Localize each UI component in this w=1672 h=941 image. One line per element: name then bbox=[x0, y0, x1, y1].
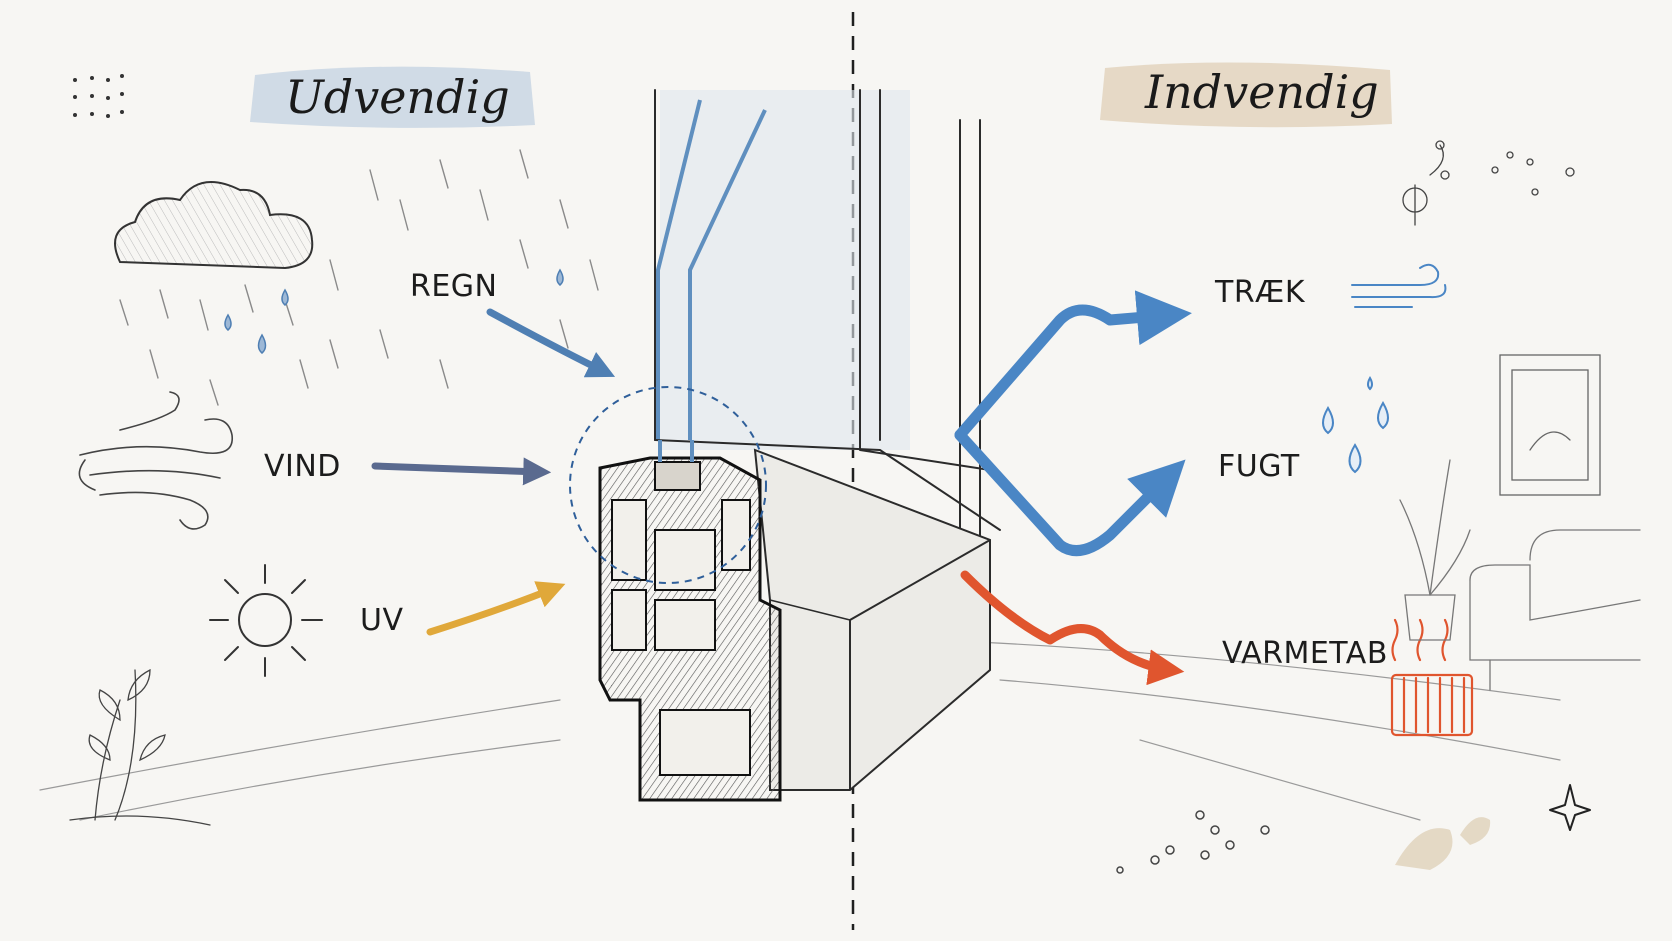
moisture-arrow bbox=[954, 429, 1186, 557]
profile-chamber bbox=[654, 599, 716, 651]
glass-pane-area bbox=[660, 90, 910, 450]
radiator-icon bbox=[1390, 618, 1474, 737]
inside-title-wash bbox=[1100, 62, 1392, 128]
draft-arrow bbox=[954, 290, 1192, 441]
outside-title-group: Udvendig bbox=[250, 66, 535, 128]
inside-title-group: Indvendig bbox=[1100, 62, 1392, 128]
profile-chamber bbox=[654, 529, 716, 591]
detail-highlight-circle bbox=[569, 386, 767, 584]
profile-chamber bbox=[721, 499, 751, 571]
outside-title: Udvendig bbox=[285, 70, 510, 124]
wind-label: VIND bbox=[264, 449, 341, 484]
outside-title-wash bbox=[250, 66, 535, 128]
sparkle-icon bbox=[1549, 784, 1591, 831]
sofa-icon bbox=[1469, 529, 1641, 691]
rain-cloud-icon bbox=[114, 181, 314, 270]
rain-label: REGN bbox=[410, 269, 498, 304]
paint-smudge bbox=[1395, 817, 1491, 870]
glass-pane bbox=[656, 99, 702, 440]
water-drops-icon bbox=[1322, 375, 1389, 474]
rain-streaks bbox=[119, 149, 599, 406]
moisture-label: FUGT bbox=[1218, 449, 1300, 484]
glass-pane bbox=[688, 109, 767, 440]
sun-icon bbox=[209, 564, 323, 677]
profile-chamber bbox=[611, 589, 647, 651]
profile-chamber bbox=[611, 499, 647, 581]
raindrops bbox=[224, 268, 564, 354]
picture-frame-icon bbox=[1499, 354, 1601, 496]
plant-icon bbox=[69, 668, 211, 826]
heat-loss-label: VARMETAB bbox=[1222, 636, 1388, 671]
dot-cluster-icon bbox=[73, 74, 124, 118]
ground-sketch bbox=[39, 639, 1561, 821]
constellation-icon bbox=[1402, 140, 1575, 226]
wind-arrow bbox=[371, 457, 552, 486]
uv-arrow bbox=[426, 581, 566, 636]
heat-loss-arrow bbox=[960, 570, 1185, 686]
rain-arrow bbox=[486, 308, 616, 378]
draft-wind-icon bbox=[1351, 263, 1447, 308]
draft-label: TRÆK bbox=[1214, 275, 1306, 310]
wind-swirl-icon bbox=[78, 391, 233, 530]
window-frame-section bbox=[569, 89, 1001, 802]
uv-label: UV bbox=[360, 603, 403, 638]
floor-dots bbox=[1116, 810, 1270, 874]
inside-title: Indvendig bbox=[1144, 65, 1379, 119]
indoor-plant-icon bbox=[1399, 459, 1471, 641]
glazing-gasket bbox=[654, 461, 701, 491]
profile-chamber bbox=[659, 709, 751, 776]
